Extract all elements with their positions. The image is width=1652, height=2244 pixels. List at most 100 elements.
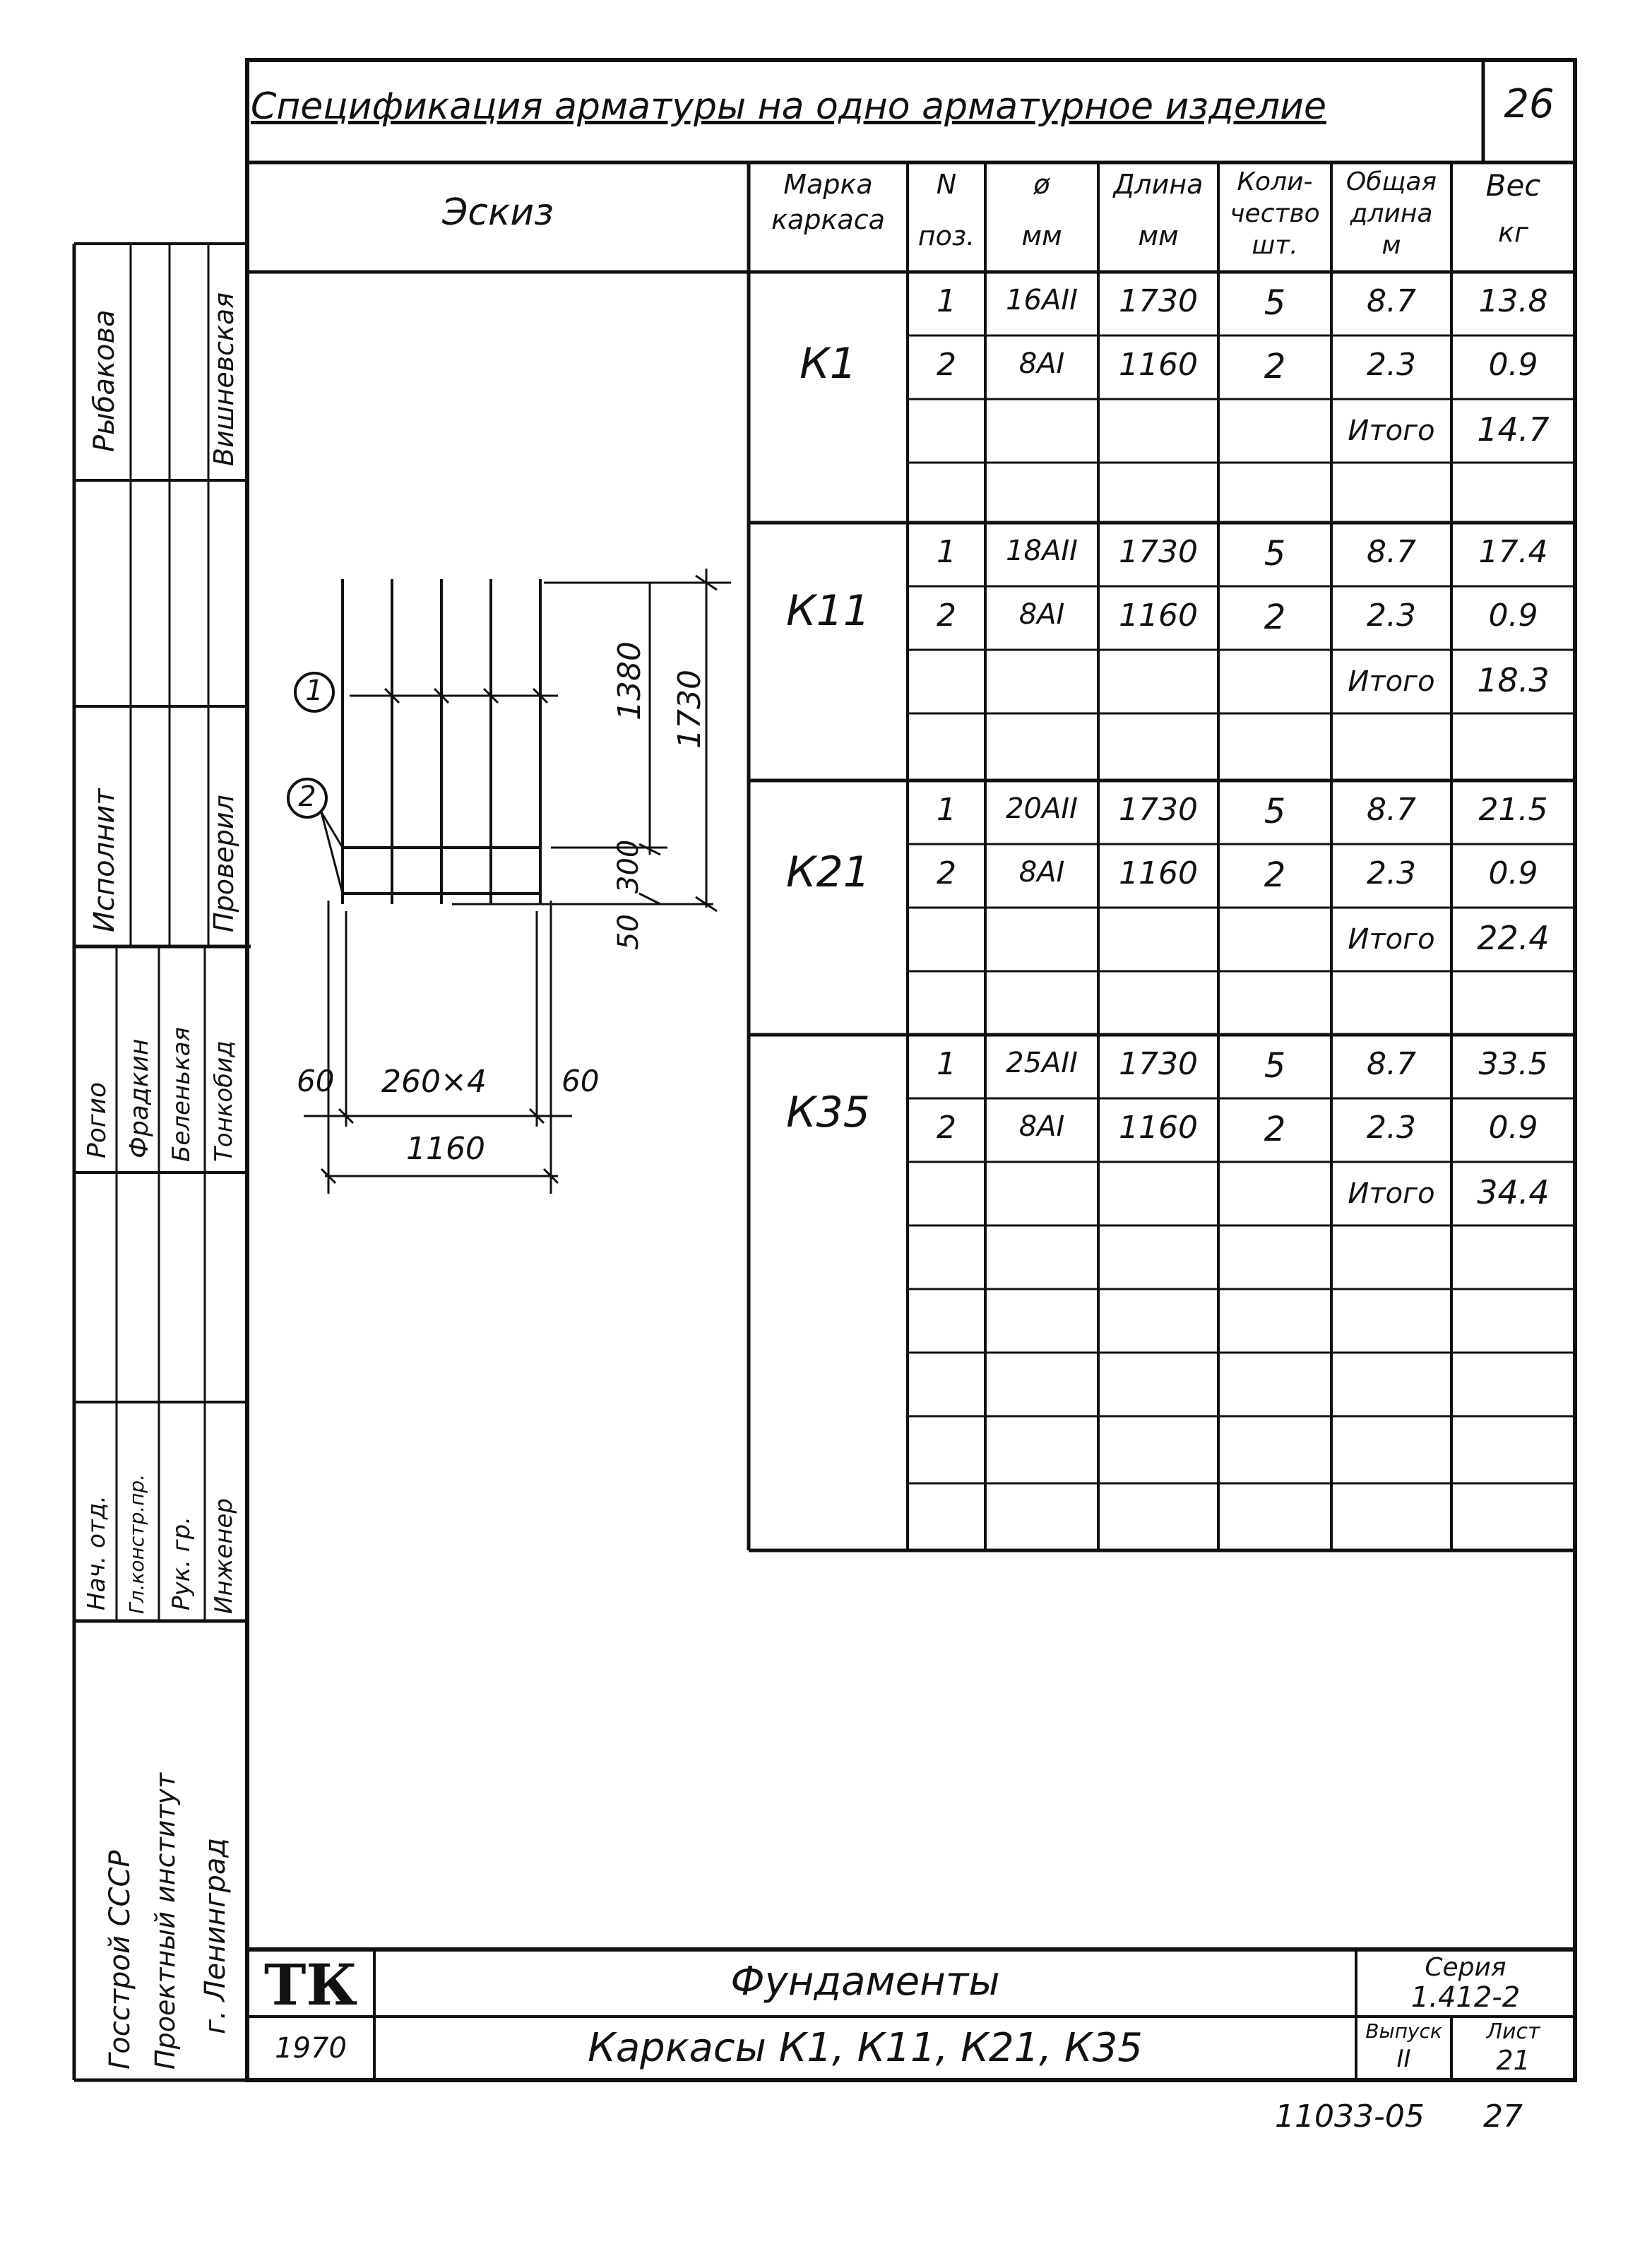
cell-pos: 1 [937, 1046, 956, 1082]
series-value: 1.412-2 [1410, 1981, 1521, 2014]
cell-pos: 2 [937, 1110, 956, 1146]
stamp-org-1: Госстрой СССР [104, 1850, 136, 2070]
cell-weight: 0.9 [1488, 1110, 1538, 1146]
issue-value: II [1396, 2045, 1411, 2073]
header-total-1: Общая [1345, 167, 1437, 196]
cell-length: 1160 [1119, 598, 1198, 634]
dim-1160: 1160 [406, 1131, 485, 1167]
cell-length: 1730 [1119, 283, 1198, 319]
cell-diam: 16АII [1006, 284, 1078, 316]
cell-qty: 5 [1264, 792, 1286, 831]
corner-number: 26 [1504, 81, 1555, 127]
cell-qty: 2 [1264, 598, 1286, 637]
cell-weight: 0.9 [1488, 347, 1538, 383]
stamp-label-nach-otd: Нач. отд. [83, 1495, 111, 1610]
year: 1970 [275, 2032, 347, 2065]
header-pos-1: N [936, 169, 957, 200]
cell-diam: 25АII [1006, 1047, 1078, 1079]
cell-diam: 8АI [1018, 348, 1065, 380]
header-qty-1: Коли- [1237, 167, 1313, 196]
cell-pos: 2 [937, 855, 956, 891]
cell-pos: 2 [937, 347, 956, 383]
stamp-label-ispolnit: Исполнит [88, 788, 121, 932]
cell-qty: 5 [1264, 283, 1286, 323]
cell-length: 1730 [1119, 534, 1198, 570]
cell-length: 1730 [1119, 792, 1198, 828]
cell-weight: 21.5 [1478, 792, 1548, 828]
stamp-name-tonkobid: Тонкобид [210, 1040, 238, 1162]
cell-pos: 1 [937, 792, 956, 828]
stamp-name-belenkaya: Беленькая [167, 1027, 196, 1162]
doc-subname: Каркасы К1, К11, К21, К35 [588, 2025, 1143, 2071]
cage-sketch [287, 569, 731, 1194]
header-diam-1: ø [1033, 169, 1050, 200]
stamp-label-proveril: Проверил [208, 795, 239, 932]
cell-weight: 0.9 [1488, 598, 1538, 634]
sheet-title: Спецификация арматуры на одно арматурное… [251, 85, 1326, 128]
stamp-label-gl-konstr: Гл.констр.пр. [125, 1473, 148, 1614]
logo-tk: ТК [263, 1952, 358, 2018]
header-weight-2: кг [1498, 217, 1528, 248]
dim-260x4: 260×4 [381, 1064, 487, 1100]
cell-qty: 2 [1264, 347, 1286, 386]
sheet-label: Лист [1486, 2019, 1540, 2044]
header-diam-2: мм [1021, 220, 1062, 251]
cell-length: 1160 [1119, 855, 1198, 891]
dim-1730: 1730 [672, 670, 708, 749]
sum-label: Итого [1348, 665, 1435, 698]
header-total-2: длина [1350, 199, 1433, 228]
cell-diam: 8АI [1018, 1110, 1065, 1143]
sum-label: Итого [1348, 415, 1435, 447]
mark-k1: К1 [800, 339, 857, 388]
cell-total: 2.3 [1367, 598, 1416, 634]
cell-total: 8.7 [1367, 792, 1416, 828]
sum-label: Итого [1348, 923, 1435, 956]
header-mark-1: Марка [783, 169, 873, 200]
callout-2: 2 [298, 780, 316, 813]
cell-pos: 1 [937, 534, 956, 570]
cell-weight: 17.4 [1478, 534, 1548, 570]
cell-diam: 8АI [1018, 856, 1065, 889]
cell-diam: 8АI [1018, 598, 1065, 631]
dim-1380: 1380 [612, 641, 648, 720]
header-qty-2: чество [1230, 199, 1320, 228]
callout-1: 1 [305, 675, 323, 707]
stamp-name-rogio: Рогио [83, 1081, 112, 1158]
cell-diam: 20АII [1006, 792, 1078, 825]
doc-name: Фундаменты [730, 1959, 1000, 2005]
cell-pos: 2 [937, 598, 956, 634]
dim-60-left: 60 [297, 1064, 335, 1098]
cell-total: 8.7 [1367, 283, 1416, 319]
sum-value: 22.4 [1477, 919, 1550, 957]
cell-length: 1160 [1119, 347, 1198, 383]
cell-qty: 5 [1264, 1046, 1286, 1086]
cell-total: 8.7 [1367, 1046, 1416, 1082]
mark-k35: К35 [786, 1088, 870, 1137]
header-sketch: Эскиз [442, 191, 554, 234]
header-total-3: м [1381, 231, 1401, 260]
sum-value: 34.4 [1477, 1173, 1550, 1211]
cell-total: 2.3 [1367, 855, 1416, 891]
stamp-name-rybakova: Рыбакова [88, 309, 121, 452]
cell-qty: 2 [1264, 1110, 1286, 1149]
cell-qty: 5 [1264, 534, 1286, 574]
cell-total: 2.3 [1367, 347, 1416, 383]
stamp-label-inzhener: Инженер [210, 1498, 238, 1614]
stamp-name-fradkin: Фрадкин [125, 1038, 154, 1158]
bottom-page: 27 [1483, 2098, 1523, 2135]
dim-60-right: 60 [561, 1064, 600, 1098]
cell-qty: 2 [1264, 855, 1286, 895]
cell-total: 2.3 [1367, 1110, 1416, 1146]
series-label: Серия [1425, 1953, 1507, 1982]
mark-k11: К11 [786, 586, 870, 636]
sheet-value: 21 [1496, 2045, 1531, 2076]
sum-value: 14.7 [1477, 410, 1550, 449]
cell-weight: 0.9 [1488, 855, 1538, 891]
stamp-label-ruk-gr: Рук. гр. [167, 1516, 196, 1610]
header-weight-1: Вес [1485, 168, 1541, 203]
mark-k21: К21 [786, 848, 870, 897]
cell-weight: 33.5 [1478, 1046, 1548, 1082]
dim-300: 300 [612, 839, 645, 894]
cell-total: 8.7 [1367, 534, 1416, 570]
